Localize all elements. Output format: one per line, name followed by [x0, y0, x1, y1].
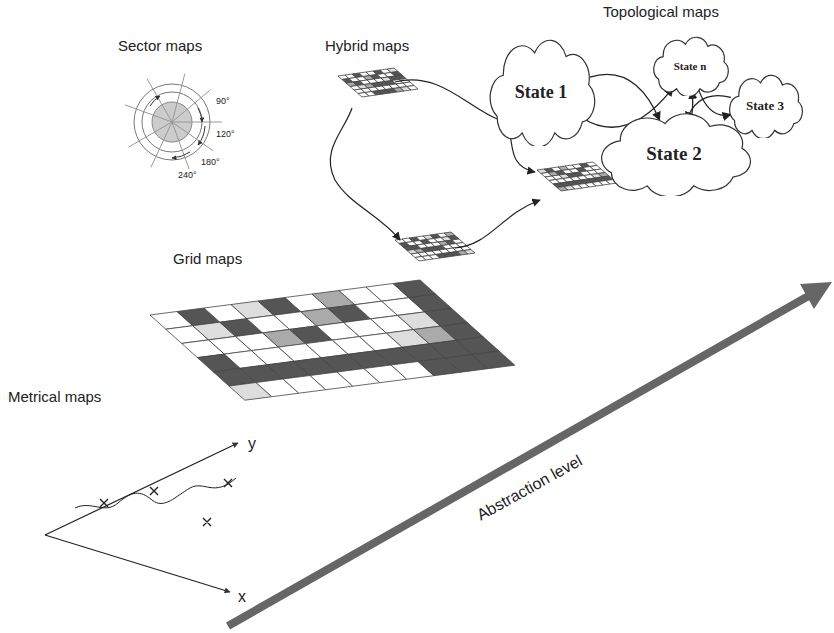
section-title: Hybrid maps — [325, 37, 409, 54]
state-cloud: State 2 — [590, 112, 758, 196]
section-title: Topological maps — [603, 3, 719, 20]
axis-label: x — [238, 588, 246, 606]
state-label: State 3 — [746, 98, 784, 114]
state-cloud: State 3 — [724, 74, 806, 138]
sector-ray — [151, 122, 172, 167]
angle-label: 240° — [178, 170, 197, 180]
angle-label: 120° — [216, 129, 235, 139]
section-title: Sector maps — [118, 37, 202, 54]
sector-map — [125, 74, 222, 169]
transition-arrow — [590, 74, 660, 120]
sector-ray — [147, 79, 172, 122]
state-label: State 2 — [646, 143, 701, 165]
sector-ray — [125, 105, 172, 122]
state-cloud: State 1 — [482, 38, 600, 146]
sector-ray — [172, 122, 213, 151]
state-label: State 1 — [515, 82, 568, 103]
cloud-shape — [490, 40, 595, 146]
grid-cell — [407, 86, 418, 91]
angle-label: 90° — [216, 96, 230, 106]
section-title: Metrical maps — [8, 388, 101, 405]
grid-cell — [472, 351, 515, 369]
occupancy-grid — [150, 280, 515, 400]
cloud-shape — [654, 37, 728, 96]
sector-ray — [172, 90, 210, 122]
state-label: State n — [674, 60, 707, 72]
axis-label: y — [248, 435, 256, 453]
metrical-map — [45, 443, 238, 592]
sector-ray — [172, 74, 185, 122]
occupancy-grid — [338, 68, 418, 97]
abstraction-arrow — [228, 282, 832, 626]
sector-ray — [129, 122, 172, 147]
section-title: Grid maps — [173, 250, 242, 267]
state-cloud: State n — [648, 36, 732, 96]
sector-ray — [172, 122, 222, 123]
grid-cell — [464, 250, 475, 255]
axis-title: Abstraction level — [474, 452, 585, 525]
sector-ray — [172, 122, 189, 169]
cloud-shape — [730, 75, 803, 138]
cloud-shape — [602, 114, 751, 196]
angle-label: 180° — [201, 157, 220, 167]
transition-arrow — [699, 90, 731, 115]
